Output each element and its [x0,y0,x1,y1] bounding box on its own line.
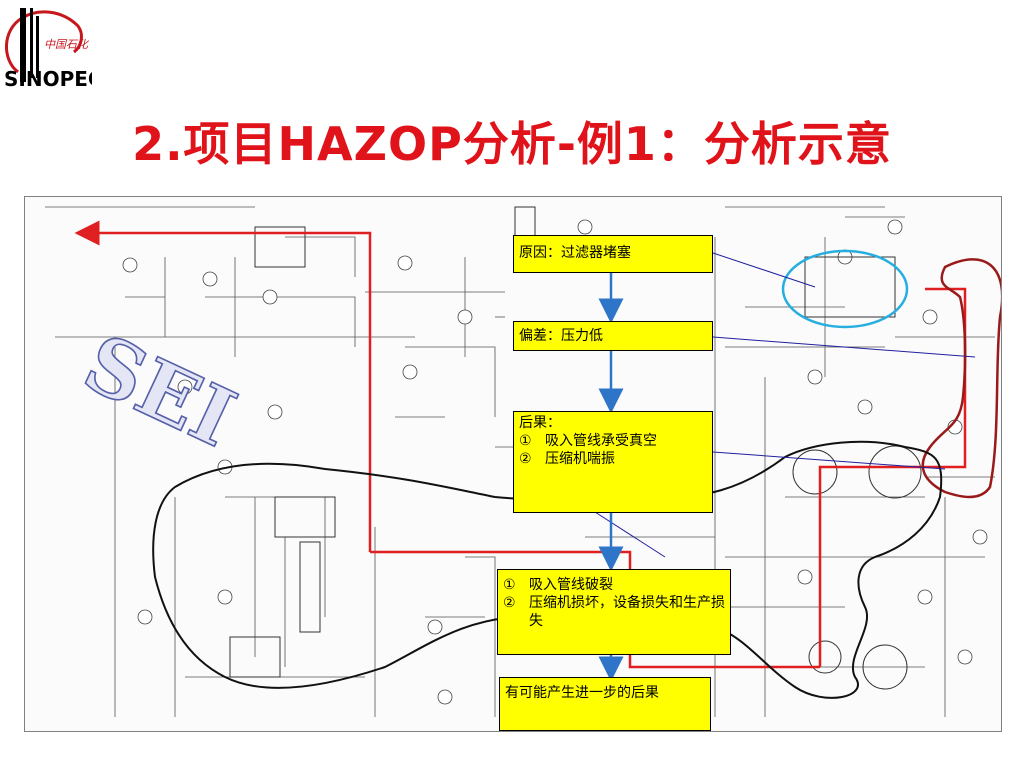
filter-highlight-circle [781,249,909,329]
sei-watermark-text: SEI [81,316,249,465]
consequence-title: 后果： [519,415,561,431]
sinopec-logo: 中国石化 SINOPEC [4,8,92,91]
further-consequence-text: 有可能产生进一步的后果 [505,685,659,701]
logo-brand-text: 中国石化 [44,38,90,51]
pid-background-lines [45,206,995,717]
cause-text: 原因：过滤器堵塞 [519,245,631,261]
filter-loop-highlight [921,258,1001,499]
deviation-text: 偏差：压力低 [519,328,603,344]
deviation-box: 偏差：压力低 [513,321,713,351]
pid-drawing [45,206,1001,717]
further-consequence-box: 有可能产生进一步的后果 [499,677,711,731]
leader-lines [594,252,976,558]
sei-watermark: SEI [81,315,250,466]
logo-wordmark: SINOPEC [4,67,92,91]
cause-box: 原因：过滤器堵塞 [513,235,713,273]
equipment-shapes [229,206,922,690]
page-title: 2.项目HAZOP分析-例1：分析示意 [132,117,892,171]
